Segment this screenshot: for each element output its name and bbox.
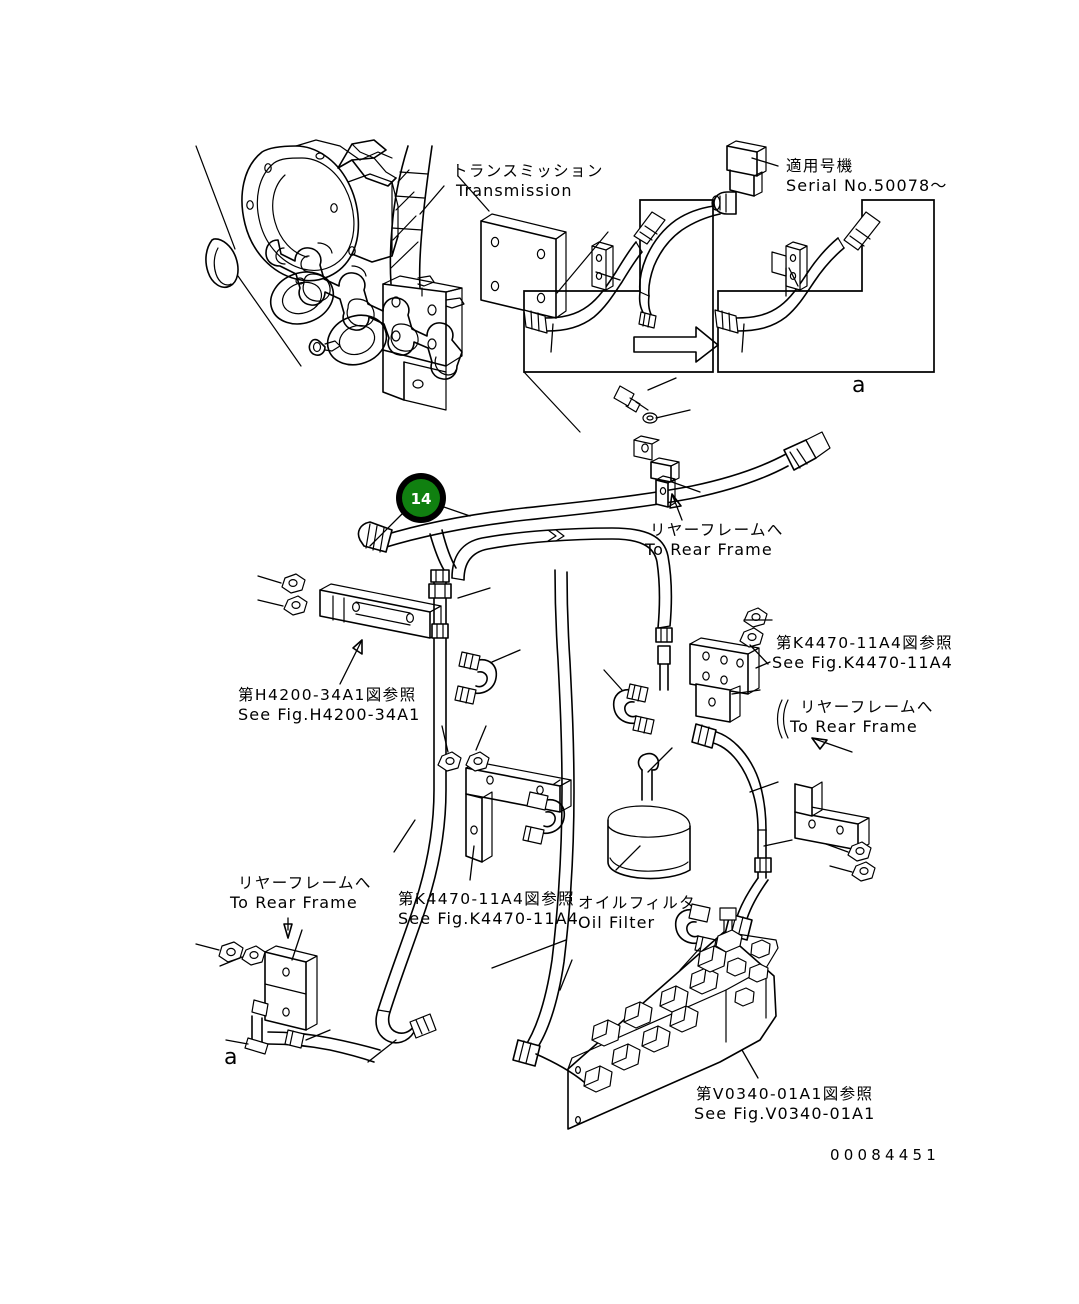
label-rear-frame-upper-en: To Rear Frame (644, 540, 773, 559)
label-fig-h4200-en: See Fig.H4200-34A1 (238, 705, 420, 724)
label-transmission: トランスミッション Transmission (452, 162, 604, 200)
label-fig-k4470-bottom-jp: 第K4470-11A4図参照 (398, 890, 575, 908)
label-oil-filter: オイルフィルタ Oil Filter (578, 894, 696, 932)
inset-box-after (714, 199, 935, 373)
callout-badge-14[interactable]: 14 (396, 473, 446, 523)
label-serial-jp: 適用号機 (786, 157, 854, 175)
transform-arrow (633, 326, 719, 363)
main-hose-upper (357, 377, 831, 553)
inset-box-before (523, 199, 714, 373)
u-hose-center (603, 669, 655, 735)
label-fig-k4470-bottom: 第K4470-11A4図参照 See Fig.K4470-11A4 (398, 890, 579, 928)
label-fig-v0340: 第V0340-01A1図参照 See Fig.V0340-01A1 (694, 1085, 875, 1123)
label-fig-k4470-right-en: See Fig.K4470-11A4 (772, 653, 953, 672)
section-mark-top: a (852, 373, 865, 398)
u-hose-mid (522, 791, 566, 845)
coupling-fitting-a (308, 338, 341, 356)
label-rear-frame-left-en: To Rear Frame (229, 893, 358, 912)
callout-badge-number: 14 (411, 490, 432, 508)
bracket-left-upper (319, 583, 442, 639)
label-fig-k4470-bottom-en: See Fig.K4470-11A4 (398, 909, 579, 928)
oil-filter (607, 747, 691, 880)
label-fig-h4200: 第H4200-34A1図参照 See Fig.H4200-34A1 (238, 639, 420, 724)
label-rear-frame-right: リヤーフレームへ To Rear Frame (776, 698, 934, 753)
clip-bracket-left (205, 238, 239, 288)
bracket-right-lower (794, 781, 876, 882)
label-oil-filter-en: Oil Filter (578, 913, 655, 932)
solenoid-valve (711, 140, 767, 215)
nut-group-left (257, 573, 308, 616)
hose-bottom-left (267, 1029, 381, 1063)
label-rear-frame-upper-jp: リヤーフレームへ (650, 521, 784, 539)
label-serial-en: Serial No.50078〜 (786, 176, 947, 195)
nut-group-mid (437, 725, 490, 772)
label-fig-h4200-jp: 第H4200-34A1図参照 (238, 686, 416, 704)
bulkhead-plate (567, 907, 779, 1130)
label-rear-frame-left-jp: リヤーフレームへ (238, 874, 372, 892)
seal-ring-upper (269, 271, 335, 325)
loop-hose-center (451, 527, 673, 691)
label-transmission-jp: トランスミッション (452, 162, 604, 180)
u-hose-left (454, 649, 521, 705)
label-rear-frame-upper: リヤーフレームへ To Rear Frame (644, 493, 784, 559)
section-mark-bottom: a (224, 1045, 237, 1070)
label-transmission-en: Transmission (455, 181, 573, 200)
label-rear-frame-right-jp: リヤーフレームへ (800, 698, 934, 716)
label-fig-k4470-right: 第K4470-11A4図参照 See Fig.K4470-11A4 (755, 634, 953, 672)
branch-hose-down (429, 529, 457, 571)
drawing-number: 00084451 (830, 1146, 940, 1164)
bracket-bottom-left (195, 929, 318, 1055)
hose-center-down (491, 569, 575, 1067)
label-fig-v0340-jp: 第V0340-01A1図参照 (696, 1085, 873, 1103)
pipe-left-vertical (367, 569, 452, 1063)
plate-fittings (583, 907, 771, 1093)
manifold-block-center (689, 607, 773, 723)
transmission-stack (382, 145, 465, 411)
label-serial: 適用号機 Serial No.50078〜 (786, 157, 947, 195)
callout-badge-fill (402, 479, 440, 517)
label-rear-frame-right-en: To Rear Frame (789, 717, 918, 736)
hose-to-plate (535, 1053, 585, 1083)
label-oil-filter-jp: オイルフィルタ (578, 894, 696, 912)
label-fig-v0340-en: See Fig.V0340-01A1 (694, 1104, 875, 1123)
label-rear-frame-left: リヤーフレームへ To Rear Frame (229, 874, 372, 939)
label-fig-k4470-right-jp: 第K4470-11A4図参照 (776, 634, 953, 652)
